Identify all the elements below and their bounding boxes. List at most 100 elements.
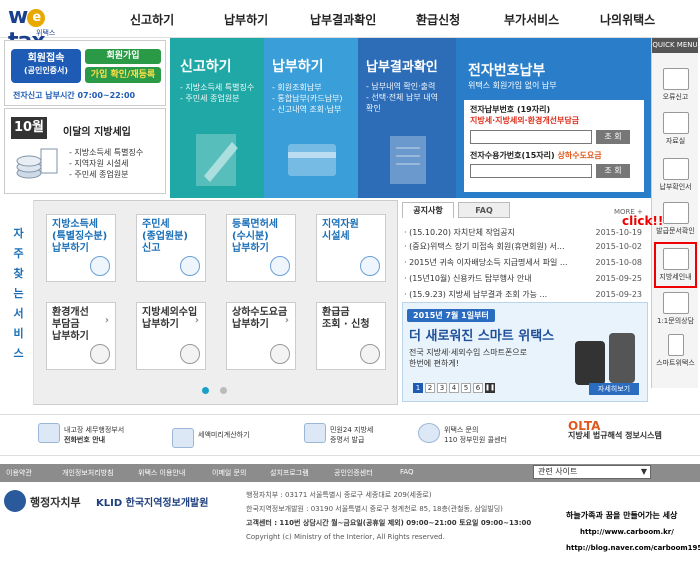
banner-page-6[interactable]: 6 xyxy=(473,383,483,393)
related-sites-select[interactable]: 관련 사이트▼ xyxy=(533,465,651,479)
card-local-income-tax[interactable]: 지방소득세(특별징수분)납부하기 xyxy=(46,214,116,282)
footer-link-guide[interactable]: 위택스 이용안내 xyxy=(138,469,186,477)
svc-title-char: 스 xyxy=(13,347,24,360)
e-num-search-button2[interactable]: 조 회 xyxy=(596,164,630,178)
gnb-refund[interactable]: 환급신청 xyxy=(416,13,461,27)
link-tax-calculator[interactable]: 세액미리계산하기 xyxy=(172,428,250,448)
banner-page-2[interactable]: 2 xyxy=(425,383,435,393)
footer-link-email[interactable]: 이메일 문의 xyxy=(212,469,247,477)
card-registration-tax[interactable]: 등록면허세(수시분)납부하기 xyxy=(226,214,296,282)
quick-local-tax-guide[interactable]: 지방세인내 xyxy=(654,242,697,288)
month-tax-box[interactable]: 10월 이달의 지방세입 - 지방소득세 특별징수 - 지역자원 시설세 - 주… xyxy=(4,108,166,194)
panel-result[interactable]: 납부결과확인 - 납부내역 확인·출력 - 선택·전체 납부 내역 확인 xyxy=(358,38,456,198)
panel-item: - 주민세 종업원분 xyxy=(180,94,240,103)
notice-row[interactable]: · (중요)위택스 장기 미접속 회원(휴면회원) 서...2015-10-02 xyxy=(404,242,648,252)
notice-row[interactable]: · (15.9.23) 지방세 납부결과 조회 가능 ...2015-09-23 xyxy=(404,290,648,300)
month-tax-title: 이달의 지방세입 xyxy=(63,127,131,138)
e-num-input1[interactable] xyxy=(470,130,592,144)
card-resident-tax[interactable]: 주민세(종업원분)신고 xyxy=(136,214,206,282)
footer-link-privacy[interactable]: 개인정보처리방침 xyxy=(62,469,114,477)
gnb-result[interactable]: 납부결과확인 xyxy=(310,13,377,27)
tab-notice[interactable]: 공지사항 xyxy=(402,202,454,218)
banner-page-4[interactable]: 4 xyxy=(449,383,459,393)
smart-wetax-banner[interactable]: 2015년 7월 1일부터 더 새로워진 스마트 위택스 전국 지방세·세외수입… xyxy=(402,302,648,402)
footer-link-terms[interactable]: 이용약관 xyxy=(6,469,32,477)
cert-label: (공인인증서) xyxy=(23,66,69,75)
panel-report[interactable]: 신고하기 - 지방소득세 특별징수 - 주민세 종업원분 xyxy=(170,38,264,198)
pager-dot[interactable] xyxy=(220,387,227,394)
notice-date: 2015-09-23 xyxy=(595,290,643,299)
month-item: - 지방소득세 특별징수 xyxy=(69,148,144,157)
banner-page-1[interactable]: 1 xyxy=(413,383,423,393)
panel-pay[interactable]: 납부하기 - 회원조회납부 - 통합납부(카드납부) - 신고내역 조회·납부 xyxy=(264,38,358,198)
notice-date: 2015-10-19 xyxy=(595,228,643,237)
quick-smart-wetax[interactable]: 스마트위택스 xyxy=(654,334,697,368)
quick-1to1-consult[interactable]: 1:1문의상담 xyxy=(654,292,697,326)
member-login-label: 회원접속 xyxy=(27,53,65,64)
member-login-button[interactable]: 회원접속 (공인인증서) xyxy=(11,49,81,83)
e-num-red1: 지방세·지방세외·환경개선부담금 xyxy=(470,116,580,125)
gnb-extra[interactable]: 부가서비스 xyxy=(504,13,560,27)
card-label: 조회 · 신청 xyxy=(322,319,370,330)
more-link[interactable]: MORE + xyxy=(614,208,643,216)
quick-payment-certificate[interactable]: 납부확인서 xyxy=(654,158,697,192)
people-icon xyxy=(180,256,200,276)
link-label: 내고장 세무행정부서 xyxy=(64,426,125,434)
svc-title-char: 주 xyxy=(13,247,24,260)
card-label: 납부하기 xyxy=(232,319,269,330)
quick-menu: QUICK MENU 오류신고 자료실 납부확인서 발급문서확인 지방세인내 1… xyxy=(651,38,698,388)
banner-line: 전국 지방세·세외수입 스마트폰으로 xyxy=(409,348,528,357)
gnb-report[interactable]: 신고하기 xyxy=(130,13,175,27)
e-num-search-button1[interactable]: 조 회 xyxy=(596,130,630,144)
footer-link-faq[interactable]: FAQ xyxy=(400,468,414,476)
svc-title-char: 자 xyxy=(13,227,24,240)
panel-title: 신고하기 xyxy=(180,59,232,75)
book-icon xyxy=(662,248,689,270)
quick-doc-verify[interactable]: 발급문서확인 xyxy=(654,202,697,236)
footer-line: Copyright (c) Ministry of the Interior, … xyxy=(246,533,445,541)
quick-error-report[interactable]: 오류신고 xyxy=(654,68,697,102)
gnb-my[interactable]: 나의위택스 xyxy=(600,13,656,27)
card-label: (수시분) xyxy=(232,231,269,242)
panel-item: - 지방소득세 특별징수 xyxy=(180,83,255,92)
wetax-logo[interactable]: wetax 위택스 xyxy=(8,4,78,54)
phone-icon xyxy=(667,334,684,356)
notice-row[interactable]: · 2015년 귀속 이자배당소득 지급명세서 파일 ...2015-10-08 xyxy=(404,258,648,268)
banner-page-5[interactable]: 5 xyxy=(461,383,471,393)
pause-icon[interactable]: ❚❚ xyxy=(485,383,496,393)
card-label: 등록면허세 xyxy=(232,219,278,230)
hours-text: 전자신고 납부시간 07:00~22:00 xyxy=(13,91,136,100)
calculator-icon xyxy=(172,428,194,448)
e-num-input2[interactable] xyxy=(470,164,592,178)
banner-page-3[interactable]: 3 xyxy=(437,383,447,393)
banner-detail-button[interactable]: 자세히보기 xyxy=(589,383,639,395)
footer-link-cert-center[interactable]: 공인인증센터 xyxy=(334,469,373,477)
banner-tag: 2015년 7월 1일부터 xyxy=(407,309,495,322)
e-num-label1: 전자납부번호 (19자리) xyxy=(470,105,551,114)
confirm-join-button[interactable]: 가입 확인/재등록 xyxy=(85,67,161,83)
footer-link-install[interactable]: 설치프로그램 xyxy=(270,469,309,477)
svc-title-char: 비 xyxy=(13,327,24,340)
notice-title: · (15년10월) 신용카드 탑부행사 안내 xyxy=(404,274,532,283)
gnb-pay[interactable]: 납부하기 xyxy=(224,13,269,27)
join-button[interactable]: 회원가입 xyxy=(85,49,161,64)
pager-dot-active[interactable] xyxy=(202,387,209,394)
quick-archive[interactable]: 자료실 xyxy=(654,112,697,146)
e-num-label2: 전자수용가번호(15자리) xyxy=(470,151,555,160)
calculator-icon xyxy=(360,344,380,364)
card-label: 환경개선 xyxy=(52,307,89,318)
tab-faq[interactable]: FAQ xyxy=(458,202,510,218)
document-icon xyxy=(390,136,426,184)
